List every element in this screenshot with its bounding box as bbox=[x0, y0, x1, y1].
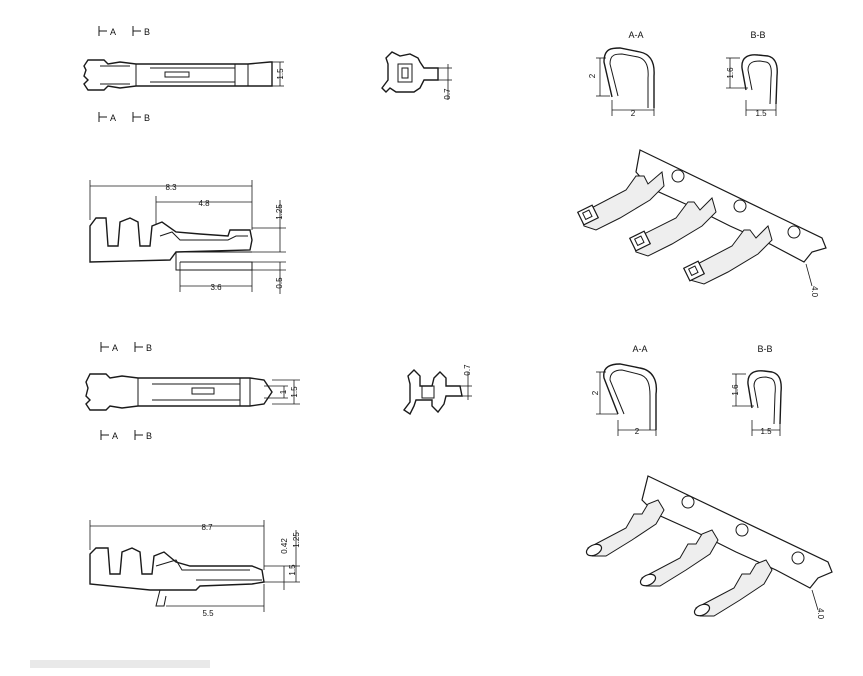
top-side-view bbox=[83, 59, 284, 91]
dim-strip-pitch: 4.0 bbox=[816, 608, 825, 620]
top-section-bb bbox=[726, 54, 778, 116]
dim-contact-height: 1.25 bbox=[275, 204, 284, 220]
dim-aa-width: 2 bbox=[635, 427, 640, 436]
top-profile-view bbox=[89, 180, 286, 294]
dim-tab-length: 5.5 bbox=[202, 609, 214, 618]
section-letter-a: A bbox=[110, 113, 116, 123]
section-letter-b: B bbox=[146, 431, 152, 441]
dim-overall-length: 8.3 bbox=[165, 183, 177, 192]
section-letter-a: A bbox=[110, 27, 116, 37]
bottom-isometric-strip bbox=[585, 475, 833, 617]
dim-side-height-outer: 1.5 bbox=[290, 386, 299, 398]
section-title-bb: B-B bbox=[750, 30, 765, 40]
dim-aa-height: 2 bbox=[591, 390, 600, 395]
section-letter-b: B bbox=[144, 113, 150, 123]
dim-tab-thickness: 0.42 bbox=[280, 538, 289, 554]
dim-side-height: 1.5 bbox=[276, 68, 285, 80]
top-isometric-strip bbox=[576, 149, 827, 287]
section-marker-top-upper: A B bbox=[98, 26, 150, 37]
dim-side-height-inner: 1 bbox=[279, 389, 288, 394]
bottom-side-view bbox=[85, 373, 300, 411]
bottom-end-view bbox=[402, 369, 472, 416]
dim-end-height: 0.7 bbox=[463, 364, 472, 376]
dim-tab-offset: 0.5 bbox=[275, 277, 284, 289]
top-end-view bbox=[381, 51, 452, 100]
dim-contact-length: 4.8 bbox=[198, 199, 210, 208]
section-title-aa: A-A bbox=[632, 344, 647, 354]
section-letter-a: A bbox=[112, 431, 118, 441]
bottom-profile-view bbox=[89, 520, 300, 612]
section-title-bb: B-B bbox=[757, 344, 772, 354]
dim-aa-width: 2 bbox=[631, 109, 636, 118]
dim-end-height: 0.7 bbox=[443, 88, 452, 100]
dim-overall-length: 8.7 bbox=[201, 523, 213, 532]
dim-tab-length: 3.6 bbox=[210, 283, 222, 292]
dim-bb-width: 1.5 bbox=[755, 109, 767, 118]
dim-bb-height: 1.6 bbox=[726, 67, 735, 79]
dim-strip-pitch: 4.0 bbox=[810, 286, 819, 298]
section-letter-a: A bbox=[112, 343, 118, 353]
section-letter-b: B bbox=[146, 343, 152, 353]
bottom-section-aa bbox=[596, 363, 658, 436]
dim-tab-height: 1.5 bbox=[288, 564, 297, 576]
dim-contact-height: 1.25 bbox=[292, 532, 301, 548]
section-title-aa: A-A bbox=[628, 30, 643, 40]
dim-aa-height: 2 bbox=[588, 73, 597, 78]
bottom-section-bb bbox=[732, 370, 782, 436]
section-marker-bottom-lower: A B bbox=[100, 430, 152, 441]
footer-strip bbox=[30, 660, 210, 668]
section-marker-top-lower: A B bbox=[98, 112, 150, 123]
top-section-aa bbox=[596, 47, 655, 116]
dim-bb-width: 1.5 bbox=[760, 427, 772, 436]
section-letter-b: B bbox=[144, 27, 150, 37]
dim-bb-height: 1.6 bbox=[731, 384, 740, 396]
section-marker-bottom-upper: A B bbox=[100, 342, 152, 353]
